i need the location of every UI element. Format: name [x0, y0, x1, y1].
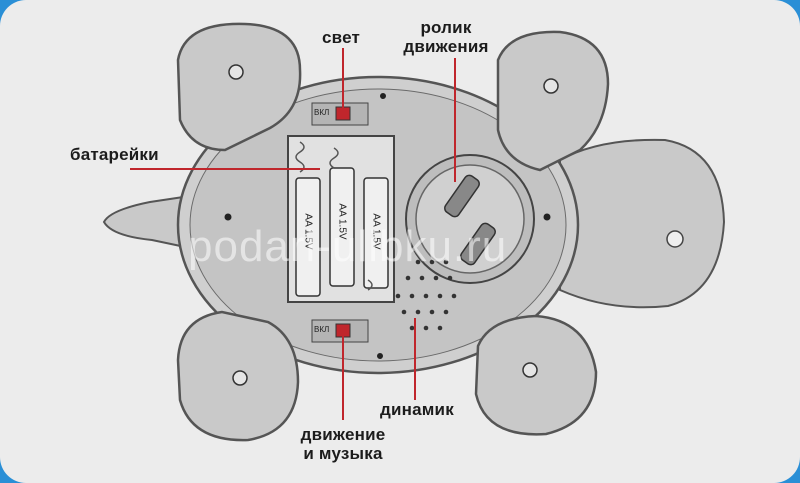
head-eye — [666, 230, 684, 248]
speaker-hole — [423, 325, 429, 331]
speaker-hole — [409, 325, 415, 331]
speaker-hole — [401, 309, 407, 315]
light-switch-marking: ВКЛ — [314, 108, 330, 117]
speaker-hole — [443, 309, 449, 315]
turtle-tail — [102, 194, 191, 250]
screw-icon — [228, 64, 559, 386]
label-motion-line2: и музыка — [303, 444, 383, 463]
speaker-hole — [443, 259, 449, 265]
label-light: свет — [322, 28, 361, 47]
label-batteries: батарейки — [70, 145, 159, 164]
leader-lines — [130, 48, 456, 420]
speaker-hole — [429, 259, 435, 265]
label-roller-line2: движения — [403, 37, 489, 56]
speaker-hole — [395, 293, 401, 299]
label-motion-music: движение и музыка — [285, 425, 401, 463]
roller-ring — [415, 164, 525, 274]
back-right-leg — [474, 314, 598, 436]
speaker-hole — [451, 293, 457, 299]
speaker-hole — [415, 309, 421, 315]
roller-wheels — [444, 174, 496, 266]
front-left-leg — [176, 22, 302, 152]
speaker-hole — [405, 275, 411, 281]
speaker-hole — [409, 293, 415, 299]
speaker-grille — [395, 259, 457, 331]
speaker-hole — [419, 275, 425, 281]
screw-holes — [224, 93, 551, 359]
label-roller: ролик движения — [386, 18, 506, 56]
watermark: podari-ulibku.ru — [188, 222, 508, 271]
label-motion-line1: движение — [300, 425, 386, 444]
speaker-hole — [423, 293, 429, 299]
speaker-hole — [437, 325, 443, 331]
speaker-hole — [429, 309, 435, 315]
battery-springs — [295, 141, 373, 291]
turtle-head — [559, 138, 726, 309]
label-speaker: динамик — [380, 400, 454, 419]
speaker-hole — [415, 259, 421, 265]
speaker-hole — [437, 293, 443, 299]
speaker-hole — [447, 275, 453, 281]
label-roller-line1: ролик — [420, 18, 472, 37]
motion-switch-marking: ВКЛ — [314, 325, 330, 334]
speaker-hole — [433, 275, 439, 281]
front-right-leg — [496, 30, 610, 172]
battery-cells — [295, 167, 389, 297]
